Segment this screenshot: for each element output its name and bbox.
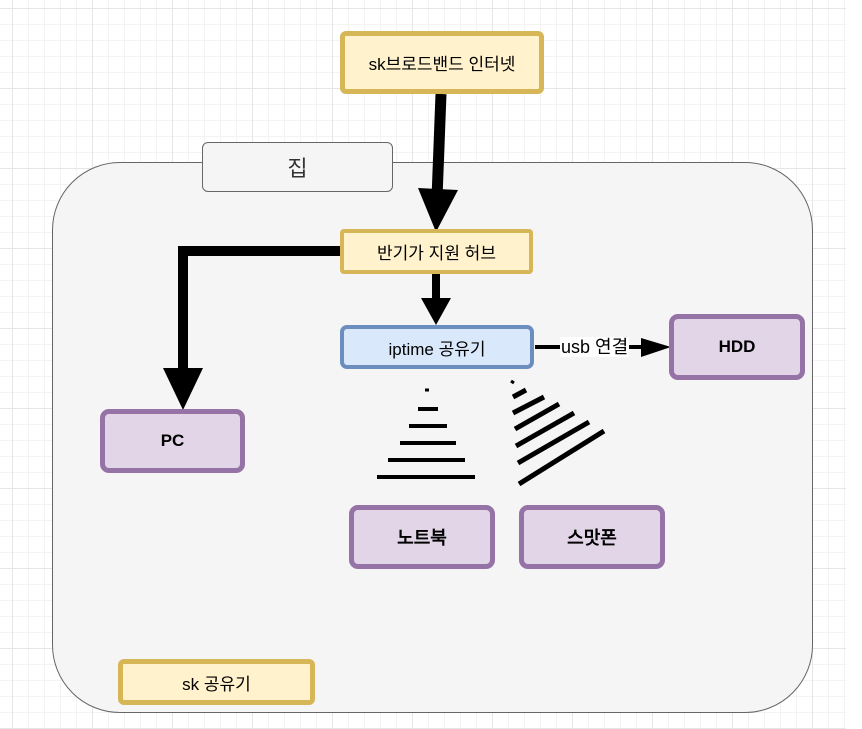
hub-to-pc-edge xyxy=(163,246,341,410)
sk-router-node[interactable]: sk 공유기 xyxy=(118,659,315,705)
house-title[interactable]: 집 xyxy=(202,142,393,192)
usb-connection-label: usb 연결 xyxy=(560,337,630,357)
smartphone-node[interactable]: 스맛폰 xyxy=(519,505,665,569)
internet-to-hub-edge xyxy=(418,93,458,232)
hub-to-router-edge xyxy=(421,273,451,325)
page-margin xyxy=(846,0,862,729)
pc-node[interactable]: PC xyxy=(100,409,245,473)
router-node[interactable]: iptime 공유기 xyxy=(340,325,534,369)
wireless-laptop-signal xyxy=(377,388,475,479)
hdd-node[interactable]: HDD xyxy=(669,314,805,380)
wireless-smartphone-signal xyxy=(510,379,606,487)
laptop-node[interactable]: 노트북 xyxy=(349,505,495,569)
hub-node[interactable]: 반기가 지원 허브 xyxy=(340,229,533,274)
internet-node[interactable]: sk브로드밴드 인터넷 xyxy=(340,31,544,94)
